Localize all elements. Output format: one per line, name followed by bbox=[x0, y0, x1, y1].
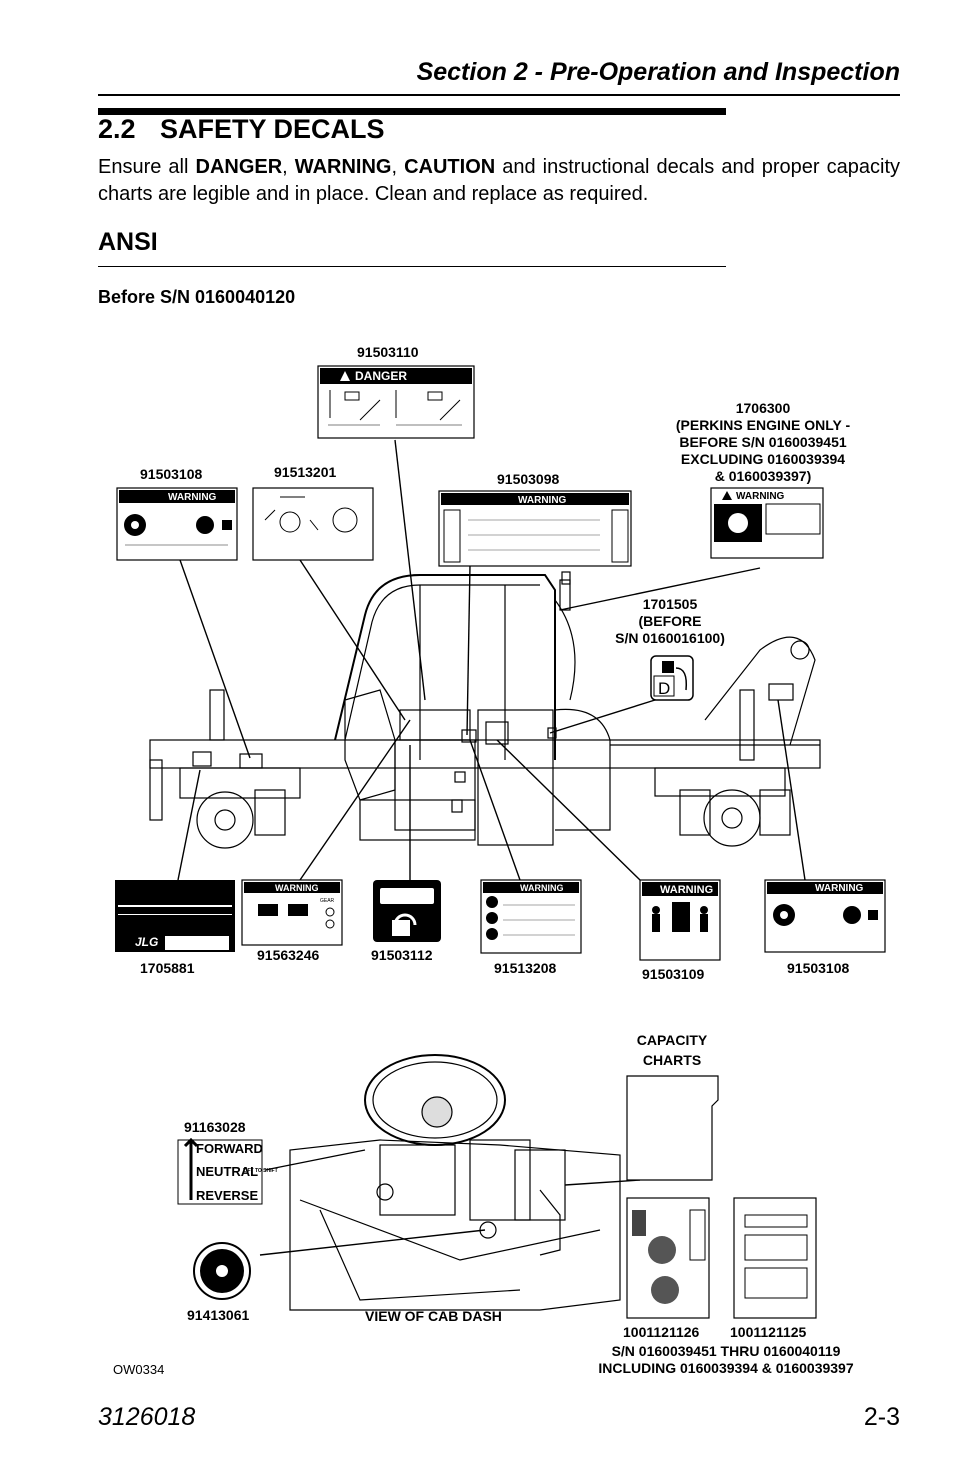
label-91503108-top: 91503108 bbox=[140, 466, 203, 482]
header-rule bbox=[98, 94, 900, 96]
label-91513208: 91513208 bbox=[494, 960, 557, 976]
engine-door bbox=[477, 709, 554, 846]
decal-91503108-top: WARNING bbox=[116, 487, 238, 561]
page-number: 2-3 bbox=[863, 1403, 900, 1431]
svg-text:D: D bbox=[658, 679, 670, 698]
label-view-of-cab-dash: VIEW OF CAB DASH bbox=[365, 1308, 502, 1324]
decal-91513208: WARNING bbox=[480, 879, 582, 954]
svg-text:FORWARD: FORWARD bbox=[196, 1141, 263, 1156]
ansi-heading: ANSI bbox=[98, 228, 158, 256]
decal-1705881: JLG bbox=[115, 880, 235, 952]
label-1701505: 1701505 (BEFORE S/N 0160016100) bbox=[615, 596, 725, 646]
svg-text:GEAR: GEAR bbox=[320, 898, 335, 904]
label-91163028: 91163028 bbox=[184, 1119, 246, 1135]
decal-91513201 bbox=[252, 487, 374, 561]
decal-1701505: D bbox=[650, 655, 694, 701]
label-91503112: 91503112 bbox=[371, 947, 433, 963]
decal-1706300: WARNING bbox=[710, 487, 824, 559]
decal-91503108-bottom: WARNING bbox=[764, 879, 886, 953]
label-capacity-charts: CAPACITY CHARTS bbox=[636, 1032, 708, 1068]
label-91503109: 91503109 bbox=[642, 966, 705, 982]
warning-word: WARNING bbox=[294, 156, 392, 178]
svg-text:WARNING: WARNING bbox=[275, 883, 319, 893]
label-91503110: 91503110 bbox=[357, 344, 419, 360]
capacity-chart-1001121126 bbox=[626, 1197, 710, 1319]
section-title: Section 2 - Pre-Operation and Inspection bbox=[416, 58, 900, 86]
ansi-rule bbox=[98, 266, 726, 267]
rear-axle-hub bbox=[703, 789, 761, 847]
danger-word: DANGER bbox=[195, 156, 283, 178]
capacity-chart-blank bbox=[626, 1075, 719, 1181]
intro-paragraph: Ensure all DANGER, WARNING, CAUTION and … bbox=[98, 156, 900, 205]
decal-91413061 bbox=[193, 1242, 251, 1300]
caution-word: CAUTION bbox=[404, 156, 496, 178]
decal-91163028: FORWARD NEUTRAL LIFT TO SHIFT REVERSE bbox=[177, 1137, 278, 1205]
label-91513201: 91513201 bbox=[274, 464, 337, 480]
label-91563246: 91563246 bbox=[257, 947, 320, 963]
serial-heading: Before S/N 0160040120 bbox=[98, 287, 296, 307]
section-number: 2.2 bbox=[98, 114, 136, 144]
danger-decal-title: DANGER bbox=[355, 369, 407, 383]
cab-dash-view bbox=[289, 1054, 621, 1311]
decal-91563246: WARNING GEAR bbox=[241, 879, 343, 946]
figure-id: OW0334 bbox=[113, 1362, 165, 1377]
label-1001121125: 1001121125 bbox=[730, 1324, 807, 1340]
label-1001121126: 1001121126 bbox=[623, 1324, 700, 1340]
svg-text:WARNING: WARNING bbox=[518, 495, 567, 506]
label-1706300: 1706300 (PERKINS ENGINE ONLY - BEFORE S/… bbox=[675, 400, 851, 484]
svg-text:NEUTRAL: NEUTRAL bbox=[196, 1164, 258, 1179]
svg-text:REVERSE: REVERSE bbox=[196, 1188, 258, 1203]
label-serial-range: S/N 0160039451 THRU 0160040119 INCLUDING… bbox=[598, 1343, 854, 1376]
svg-text:WARNING: WARNING bbox=[520, 883, 564, 893]
decal-91503112 bbox=[373, 880, 441, 942]
decal-91503109: WARNING bbox=[639, 879, 721, 961]
section-heading: 2.2 SAFETY DECALS bbox=[98, 114, 385, 145]
machine-frame bbox=[149, 739, 821, 769]
label-91503108-bottom: 91503108 bbox=[787, 960, 850, 976]
front-axle-hub-left bbox=[196, 791, 254, 849]
svg-text:LIFT TO SHIFT: LIFT TO SHIFT bbox=[243, 1168, 278, 1174]
svg-text:JLG: JLG bbox=[135, 935, 158, 949]
label-1705881: 1705881 bbox=[140, 960, 195, 976]
svg-text:WARNING: WARNING bbox=[736, 491, 785, 502]
decal-91503110: DANGER bbox=[317, 365, 475, 439]
svg-text:WARNING: WARNING bbox=[168, 492, 217, 503]
svg-text:WARNING: WARNING bbox=[660, 884, 713, 896]
label-91413061: 91413061 bbox=[187, 1307, 250, 1323]
label-91503098: 91503098 bbox=[497, 471, 560, 487]
doc-number: 3126018 bbox=[98, 1403, 196, 1431]
section-heading-title: SAFETY DECALS bbox=[160, 114, 385, 144]
heading-bar bbox=[98, 108, 726, 115]
decal-91503098: WARNING bbox=[438, 490, 632, 567]
capacity-chart-1001121125 bbox=[733, 1197, 817, 1319]
svg-text:WARNING: WARNING bbox=[815, 883, 864, 894]
